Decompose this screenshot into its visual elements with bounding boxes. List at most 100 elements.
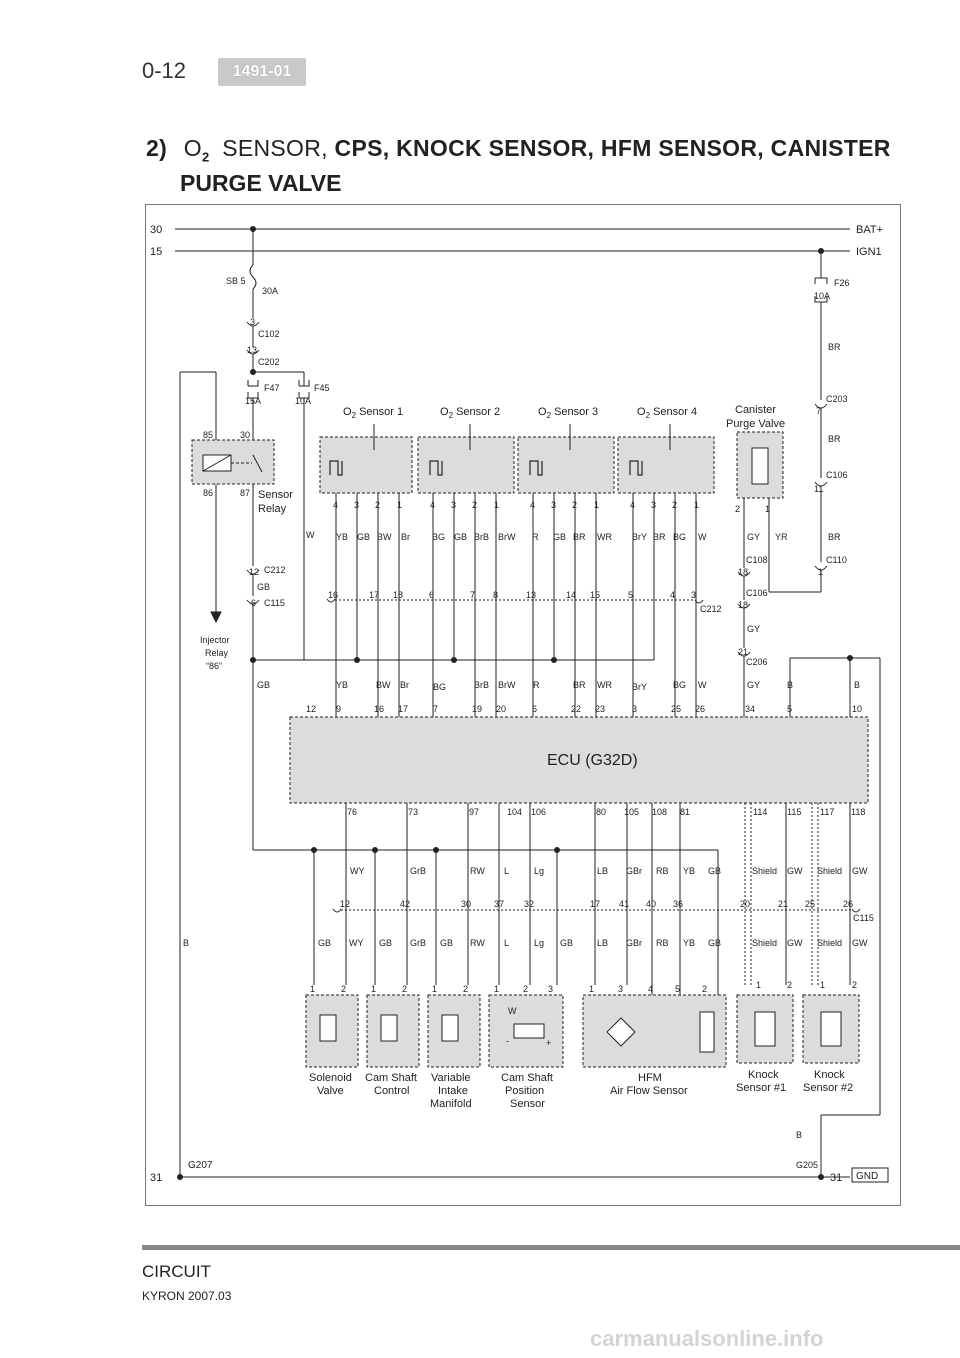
ecu-top-wire: BrW	[498, 680, 516, 690]
f45-wire-w: W	[306, 530, 315, 540]
c212-pin: 5	[628, 590, 633, 600]
c102-pin: 3	[250, 317, 255, 327]
o2-3-wire: R	[532, 532, 539, 542]
c212-pin: 17	[369, 590, 379, 600]
o2-2-pin: 2	[472, 500, 477, 510]
c212-label: C212	[700, 604, 722, 614]
cam-position-sensor-label: Sensor	[510, 1098, 545, 1110]
ecu-bottom-pin: 104	[507, 807, 522, 817]
canister-gy-wire: GY	[747, 624, 760, 634]
o2-3-wire: WR	[597, 532, 612, 542]
relay-pin-87: 87	[240, 488, 250, 498]
ecu-bottom-pin: 81	[680, 807, 690, 817]
c212-pin: 15	[590, 590, 600, 600]
ecu-top-pin: 26	[695, 704, 705, 714]
br-wire-2: BR	[828, 434, 841, 444]
f45-label: F45	[314, 383, 330, 393]
variable-intake-label: Variable	[431, 1072, 471, 1084]
title-o2: O2	[183, 135, 210, 165]
lower-wire-below: GB	[318, 938, 331, 948]
lower-wire: GW	[787, 866, 803, 876]
rail-31-right-label: 31	[830, 1172, 842, 1184]
o2-2-pin: 3	[451, 500, 456, 510]
ecu-top-wire: GB	[257, 680, 270, 690]
c202-label: C202	[258, 357, 280, 367]
ecu-top-wire: BG	[673, 680, 686, 690]
lower-conn-pin: 25	[805, 899, 815, 909]
variable-intake-label: Manifold	[430, 1098, 472, 1110]
canister-pin-2: 2	[735, 504, 740, 514]
left-b-wire: B	[183, 938, 189, 948]
f45-rating: 10A	[295, 396, 311, 406]
c206-label: C206	[746, 657, 768, 667]
c106-pin: 11	[814, 484, 823, 494]
lower-wire-below: L	[504, 938, 509, 948]
canister-pin-1: 1	[765, 504, 770, 514]
c203-pin: 7	[816, 406, 821, 416]
o2-4-pin: 4	[630, 500, 635, 510]
lower-wire-below: GW	[787, 938, 803, 948]
c106b-pin: 18	[738, 600, 748, 610]
ecu-bottom-pin: 80	[596, 807, 606, 817]
sensor-relay-label-1: Sensor	[258, 489, 293, 501]
ecu-top-pin: 3	[632, 704, 637, 714]
component-pin: 4	[648, 984, 653, 994]
cam-position-sensor-label: Cam Shaft	[501, 1072, 553, 1084]
lower-wire: RW	[470, 866, 485, 876]
lower-conn-pin: 37	[494, 899, 504, 909]
ecu-top-wire: GY	[747, 680, 760, 690]
lower-wire-below: LB	[597, 938, 608, 948]
relay-c115-label: C115	[264, 598, 285, 608]
lower-conn-pin: 20	[740, 899, 750, 909]
lower-wire-below: GW	[852, 938, 868, 948]
lower-conn-pin: 17	[590, 899, 600, 909]
component-pin: 3	[618, 984, 623, 994]
o2-4-pin: 3	[651, 500, 656, 510]
lower-conn-pin: 36	[673, 899, 683, 909]
lower-wire-below: GB	[379, 938, 392, 948]
o2-1-pin: 1	[397, 500, 402, 510]
lower-wire: L	[504, 866, 509, 876]
c212-pin: 3	[691, 590, 696, 600]
o2-1-wire: BW	[377, 532, 392, 542]
cam-position-sensor-label: Position	[505, 1085, 544, 1097]
lower-conn-pin: 21	[778, 899, 788, 909]
lower-wire: GBr	[626, 866, 642, 876]
o2-3-wire: GB	[553, 532, 566, 542]
lower-wire: Shield	[817, 866, 842, 876]
ecu-top-wire: W	[698, 680, 707, 690]
lower-wire-below: Shield	[817, 938, 842, 948]
injector-relay-label-2: Relay	[205, 648, 229, 658]
component-pin: 2	[341, 984, 346, 994]
cps-mark-w: W	[508, 1006, 517, 1016]
canister-wire-gy: GY	[747, 532, 760, 542]
relay-pin-85: 85	[203, 430, 213, 440]
title-sensor: SENSOR,	[222, 135, 328, 161]
cps-mark-plus: +	[546, 1038, 551, 1048]
ecu-top-pin: 5	[787, 704, 792, 714]
c212-pin: 14	[566, 590, 576, 600]
o2-4-wire: BrY	[632, 532, 647, 542]
lower-wire-below: RB	[656, 938, 669, 948]
cam-shaft-control-label: Cam Shaft	[365, 1072, 417, 1084]
f47-rating: 15A	[245, 396, 261, 406]
lower-conn-pin: 32	[524, 899, 534, 909]
component-pin: 2	[787, 980, 792, 990]
c203-label: C203	[826, 394, 848, 404]
lower-wire-below: YB	[683, 938, 695, 948]
c102-label: C102	[258, 329, 280, 339]
footer-model: KYRON 2007.03	[142, 1289, 232, 1303]
o2-4-wire: BR	[653, 532, 666, 542]
ecu-top-pin: 25	[671, 704, 681, 714]
o2-2-pin: 1	[494, 500, 499, 510]
o2-1-wire: GB	[357, 532, 370, 542]
o2-sensor-2-title: O2 Sensor 2	[440, 406, 500, 420]
rail-31-left-label: 31	[150, 1172, 162, 1184]
gnd-badge: GND	[856, 1171, 878, 1182]
sensor-relay-label-2: Relay	[258, 503, 287, 515]
relay-c115-pin: 6	[251, 598, 256, 608]
ecu-bottom-pin: 73	[408, 807, 418, 817]
knock-sensor-2-label: Knock	[814, 1069, 845, 1081]
ecu-top-pin: 16	[374, 704, 384, 714]
